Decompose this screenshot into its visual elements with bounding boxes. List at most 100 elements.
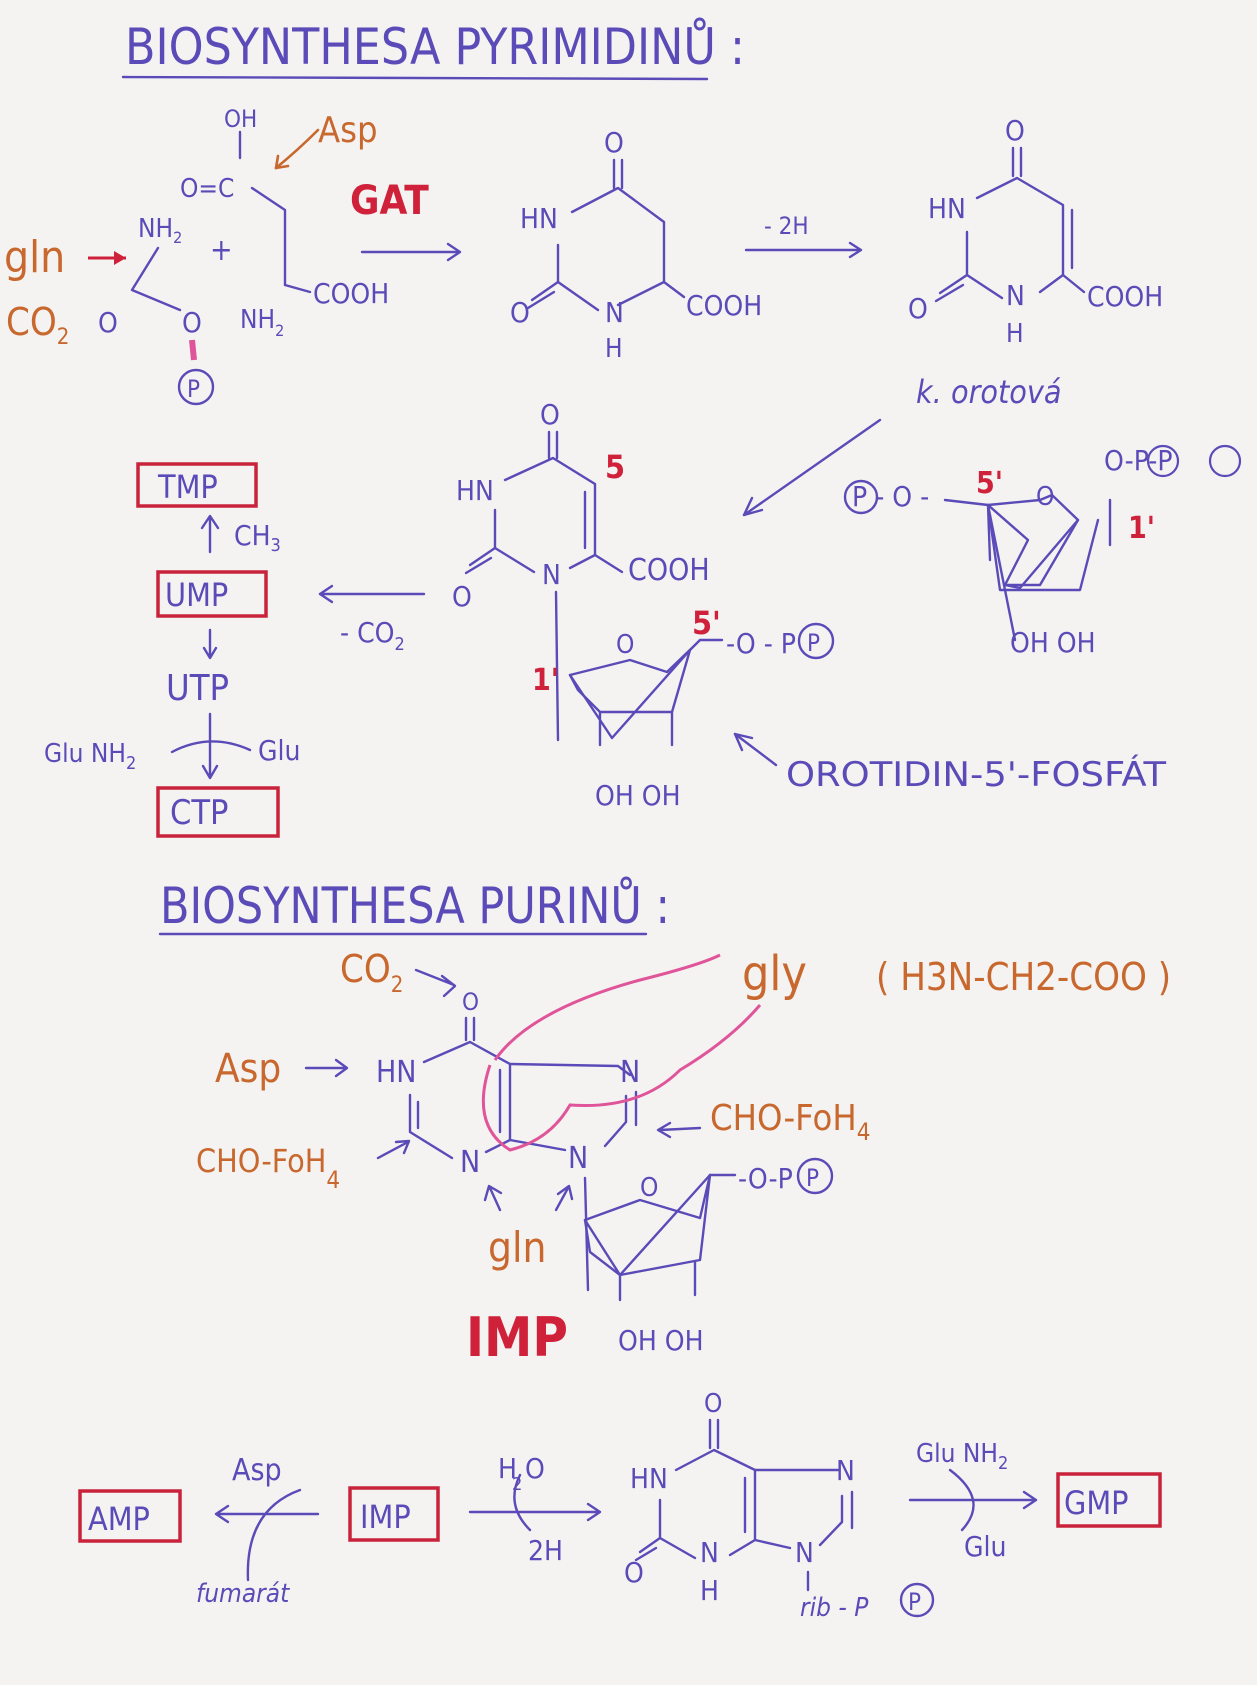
svg-text:P - O -: P - O - [852, 480, 929, 513]
svg-text:O: O [704, 1389, 722, 1419]
amp-label: AMP [88, 1500, 150, 1538]
arrow-omp-label [733, 732, 778, 767]
svg-text:N: N [700, 1536, 719, 1569]
minus-co2: - CO2 [340, 616, 405, 655]
svg-text:O: O [616, 630, 634, 660]
svg-text:N: N [795, 1536, 814, 1569]
cooh-1: COOH [313, 277, 389, 310]
svg-text:-O-P: -O-P [738, 1162, 793, 1195]
carbamoyl-phosphate-and-aspartate: Asp OH O=C NH2 + gln CO2 O O P NH2 COOH [4, 105, 389, 406]
orotidine-monophosphate: O 5 HN N O COOH O 1' 5' -O - P P OH OH [452, 398, 835, 812]
svg-text:O: O [1005, 114, 1025, 147]
svg-text:P: P [908, 1588, 921, 1616]
fumarat-label: fumarát [196, 1579, 290, 1609]
gmp-label: GMP [1064, 1484, 1129, 1522]
svg-text:N: N [542, 558, 561, 591]
svg-text:-O - P: -O - P [726, 627, 796, 660]
plus-sign: + [210, 233, 233, 268]
nh2-top: NH2 [138, 214, 182, 247]
svg-text:2: 2 [512, 1474, 522, 1495]
co2-label: CO2 [6, 300, 69, 350]
title-pyrimidine: BIOSYNTHESA PYRIMIDINŮ : [125, 17, 745, 76]
svg-text:5': 5' [692, 604, 721, 642]
gmp-box [1056, 1472, 1162, 1528]
svg-text:OH OH: OH OH [618, 1324, 704, 1357]
nh2-lower: NH2 [240, 305, 284, 340]
oh-label: OH [224, 105, 257, 133]
svg-text:OH OH: OH OH [595, 779, 681, 812]
svg-text:O: O [510, 296, 530, 329]
arrow-asp [274, 128, 320, 170]
svg-text:N: N [460, 1145, 480, 1180]
gln-label: gln [4, 232, 65, 283]
gly-formula: ( H3N-CH2-COO ) [876, 955, 1171, 999]
prpp: P - O - 5' O O-P-P 1' OH OH [843, 444, 1242, 659]
svg-text:COOH: COOH [1087, 280, 1163, 313]
svg-text:O: O [1036, 482, 1054, 512]
arrow-prpp-to-omp [742, 418, 882, 517]
svg-text:O: O [452, 580, 472, 613]
ctp-label: CTP [170, 793, 229, 833]
arrow-asp-head [274, 154, 290, 170]
svg-text:N: N [620, 1055, 640, 1090]
cho-foh4-right: CHO-FoH4 [710, 1098, 870, 1146]
glu-1: Glu [258, 734, 301, 767]
svg-text:HN: HN [630, 1462, 668, 1495]
co2-purine: CO2 [340, 947, 403, 998]
rib-p-label: rib - P [800, 1593, 869, 1623]
omp-label: OROTIDIN-5'-FOSFÁT [786, 754, 1166, 795]
purine-conversions: AMP Asp fumarát IMP H O 2 2H O HN N N N … [78, 1389, 1162, 1623]
ch3-label: CH3 [234, 519, 281, 556]
svg-text:O: O [908, 292, 928, 325]
svg-text:1': 1' [1128, 511, 1155, 546]
svg-text:N: N [836, 1454, 855, 1487]
svg-text:5': 5' [976, 466, 1003, 501]
svg-text:OH OH: OH OH [1010, 626, 1096, 659]
svg-text:COOH: COOH [686, 289, 762, 322]
tmp-label: TMP [157, 468, 218, 506]
asp-purine: Asp [215, 1046, 281, 1092]
svg-text:O: O [640, 1173, 658, 1203]
svg-text:O: O [604, 126, 624, 159]
svg-text:N: N [1006, 279, 1025, 312]
imp-structure: CO2 O gly ( H3N-CH2-COO ) Asp HN N N N C… [196, 946, 1171, 1369]
svg-text:COOH: COOH [628, 553, 710, 588]
amp-box [78, 1489, 182, 1543]
asp-label: Asp [318, 110, 378, 151]
utp-label: UTP [166, 668, 229, 709]
svg-text:O: O [462, 988, 479, 1016]
svg-text:HN: HN [520, 202, 558, 235]
svg-text:HN: HN [376, 1055, 417, 1090]
two-h-label: 2H [528, 1534, 563, 1567]
glu-nh2-2: Glu NH2 [916, 1439, 1008, 1474]
glu-nh2-1: Glu NH2 [44, 739, 136, 774]
svg-text:P: P [806, 1164, 819, 1192]
pyrimidine-nucleotides: TMP CH3 UMP UTP Glu NH2 Glu CTP [44, 462, 301, 838]
imp-box [348, 1486, 440, 1542]
imp-box-label: IMP [360, 1498, 411, 1536]
title-purine: BIOSYNTHESA PURINŮ : [160, 876, 670, 935]
minus-2h: - 2H [764, 212, 809, 240]
o-left: O [98, 306, 118, 339]
svg-text:P: P [807, 629, 820, 657]
svg-text:1': 1' [532, 663, 559, 698]
orotic-acid: O HN N H O COOH [908, 114, 1163, 349]
h2o-label: H O [498, 1452, 545, 1485]
svg-text:H: H [605, 334, 623, 364]
cho-foh4-left: CHO-FoH4 [196, 1142, 340, 1194]
ump-label: UMP [165, 576, 228, 614]
ctp-box [156, 786, 280, 838]
svg-text:O-P-P: O-P-P [1104, 444, 1173, 477]
gly-label: gly [742, 946, 807, 1002]
dihydroorotate: O HN N H O COOH [510, 126, 762, 364]
svg-text:O: O [624, 1556, 644, 1589]
o-right: O [182, 306, 202, 339]
ump-box [156, 570, 268, 618]
svg-text:HN: HN [456, 474, 494, 507]
gln-purine: gln [488, 1223, 546, 1272]
svg-text:HN: HN [928, 192, 966, 225]
tmp-box [136, 462, 258, 508]
title-underline [121, 75, 709, 81]
